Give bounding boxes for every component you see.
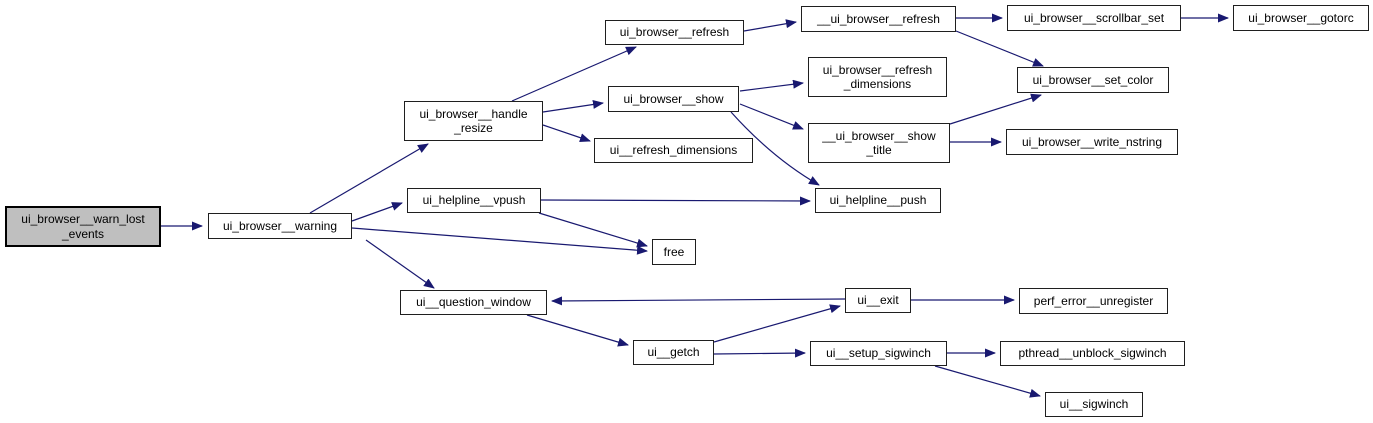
node-ui__question_window[interactable]: ui__question_window <box>400 290 547 315</box>
node-ui__sigwinch[interactable]: ui__sigwinch <box>1045 392 1143 417</box>
node-ui_browser__gotorc[interactable]: ui_browser__gotorc <box>1233 5 1369 31</box>
node-ui_browser__scrollbar_set[interactable]: ui_browser__scrollbar_set <box>1007 5 1181 31</box>
edge-ui_browser__warning--ui__question_window <box>365 239 435 289</box>
edge-ui_browser__handle_resize--ui_browser__refresh <box>511 46 637 102</box>
node-ui_helpline__vpush[interactable]: ui_helpline__vpush <box>407 188 541 213</box>
node-free[interactable]: free <box>652 239 696 265</box>
edge-ui_browser__warning--ui_helpline__vpush <box>351 202 403 222</box>
node-ui_browser__show[interactable]: ui_browser__show <box>608 86 739 112</box>
node-ui__exit[interactable]: ui__exit <box>845 288 911 313</box>
node-__ui_browser__refresh[interactable]: __ui_browser__refresh <box>801 6 956 32</box>
node-ui_browser__warn_lost_events: ui_browser__warn_lost _events <box>5 206 161 247</box>
node-ui_browser__write_nstring[interactable]: ui_browser__write_nstring <box>1006 129 1178 155</box>
edge-ui_helpline__vpush--free <box>538 212 648 248</box>
node-ui_browser__handle_resize[interactable]: ui_browser__handle _resize <box>404 101 543 141</box>
edge-ui__getch--ui__exit <box>713 304 841 343</box>
edge-ui_browser__show--__ui_browser__show_title <box>739 103 804 130</box>
node-ui__setup_sigwinch[interactable]: ui__setup_sigwinch <box>810 341 947 366</box>
node-ui_browser__warning[interactable]: ui_browser__warning <box>208 213 352 239</box>
edge-ui_browser__show--ui_helpline__push <box>730 111 820 186</box>
edge-__ui_browser__show_title--ui_browser__set_color <box>949 93 1042 125</box>
node-__ui_browser__show_title[interactable]: __ui_browser__show _title <box>808 123 950 163</box>
edge-ui_browser__handle_resize--ui__refresh_dimensions <box>542 124 591 143</box>
node-perf_error__unregister[interactable]: perf_error__unregister <box>1019 288 1168 314</box>
edge-ui__question_window--ui__getch <box>526 314 629 347</box>
edge-ui__getch--ui__setup_sigwinch <box>713 348 806 358</box>
node-pthread__unblock_sigwinch[interactable]: pthread__unblock_sigwinch <box>1000 341 1185 366</box>
node-ui_browser__refresh[interactable]: ui_browser__refresh <box>605 20 744 45</box>
node-ui__refresh_dimensions[interactable]: ui__refresh_dimensions <box>594 138 753 163</box>
node-ui_browser__set_color[interactable]: ui_browser__set_color <box>1017 67 1169 93</box>
edge-ui_browser__show--ui_browser__refresh_dimensions <box>739 79 804 92</box>
edge-ui__exit--ui__question_window <box>551 296 846 306</box>
edge-ui_helpline__vpush--ui_helpline__push <box>540 196 811 206</box>
edge-ui_browser__warning--ui_browser__handle_resize <box>309 143 429 214</box>
edge-ui_browser__handle_resize--ui_browser__show <box>542 100 604 113</box>
edge-ui_browser__warning--free <box>351 227 648 255</box>
edge-ui__setup_sigwinch--ui__sigwinch <box>934 365 1041 398</box>
node-ui_browser__refresh_dimensions[interactable]: ui_browser__refresh _dimensions <box>808 57 947 97</box>
node-ui_helpline__push[interactable]: ui_helpline__push <box>815 188 941 213</box>
node-ui__getch[interactable]: ui__getch <box>633 340 714 365</box>
edge-__ui_browser__refresh--ui_browser__set_color <box>955 30 1044 67</box>
edge-ui_browser__refresh--__ui_browser__refresh <box>743 19 797 32</box>
